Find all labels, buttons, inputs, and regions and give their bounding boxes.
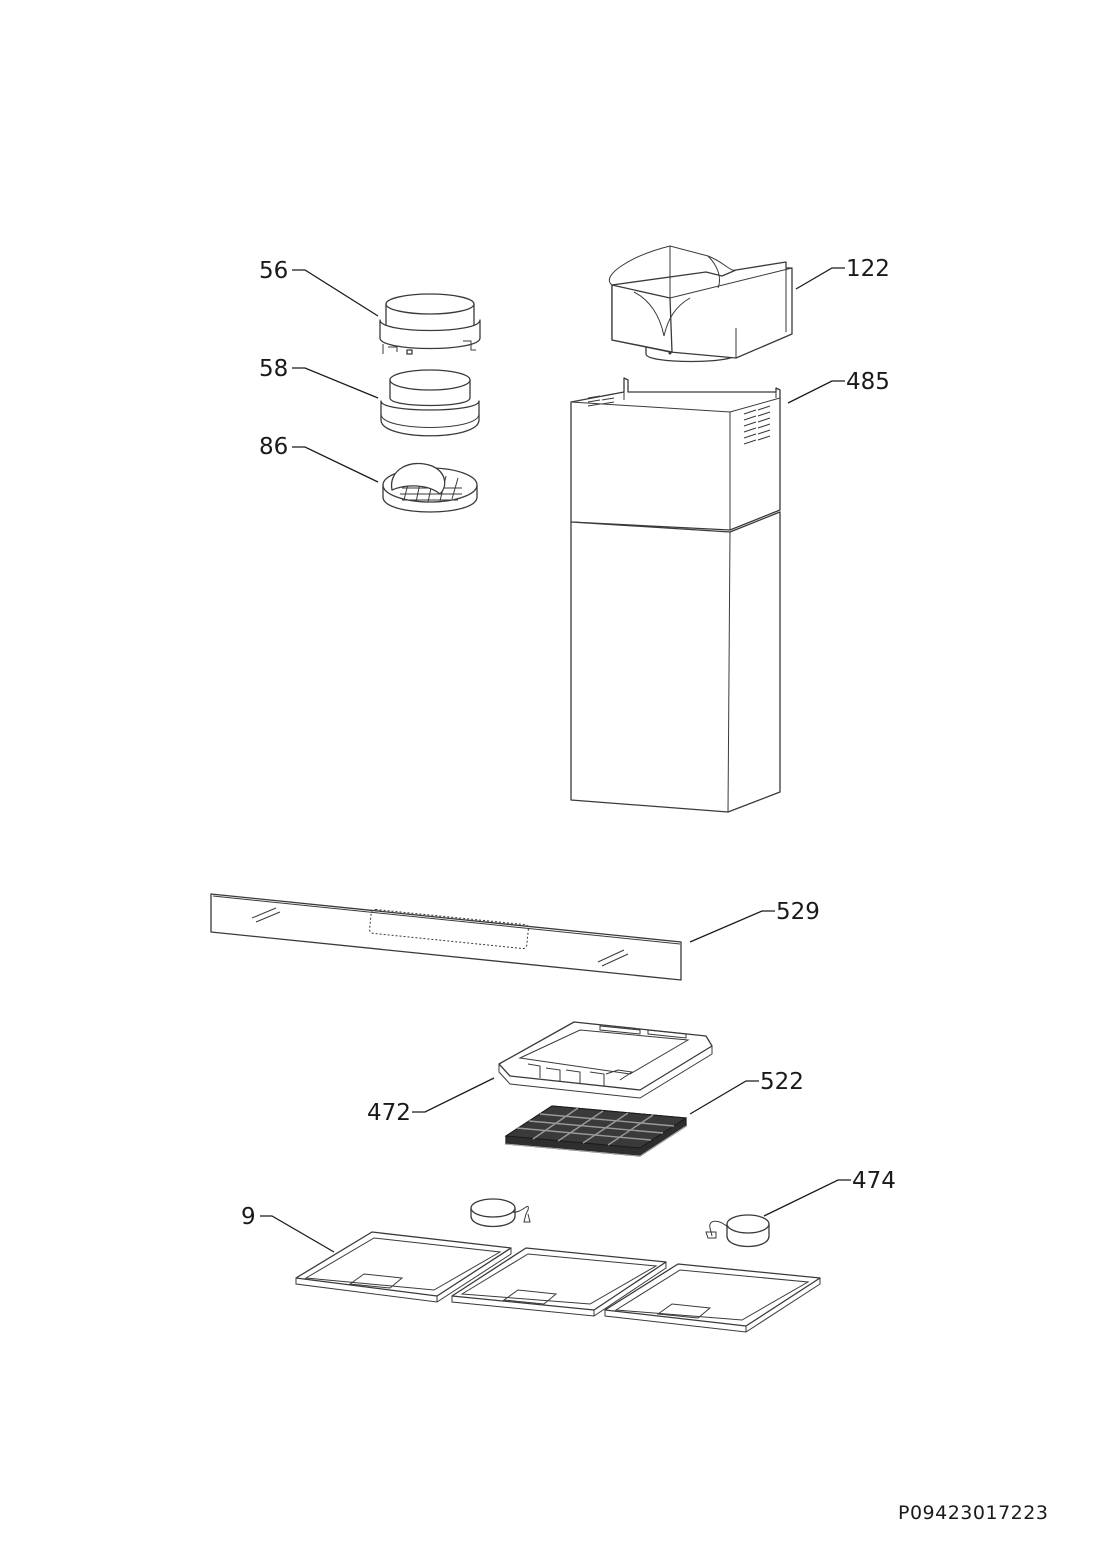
leader-line-122 <box>795 267 845 290</box>
callout-label-474: 474 <box>852 1168 896 1194</box>
part-522-carbon-filter <box>504 1105 688 1157</box>
vent-slots-left <box>587 393 615 407</box>
leader-line-86 <box>292 446 379 483</box>
leader-line-485 <box>787 380 845 404</box>
leader-line-472 <box>412 1077 495 1113</box>
leader-line-56 <box>292 269 379 317</box>
leader-line-529 <box>689 910 775 943</box>
part-56-pipe-connector <box>379 293 481 355</box>
document-id: P09423017223 <box>898 1502 1049 1524</box>
leader-line-522 <box>689 1080 759 1115</box>
callout-label-485: 485 <box>846 369 890 395</box>
callout-label-86: 86 <box>259 434 288 460</box>
callout-label-58: 58 <box>259 356 288 382</box>
part-9-grease-filter-2 <box>451 1247 667 1317</box>
callout-label-522: 522 <box>760 1069 804 1095</box>
part-86-non-return-valve <box>382 462 478 513</box>
part-122-air-deflector <box>609 245 793 363</box>
callout-label-122: 122 <box>846 256 890 282</box>
part-9-grease-filter-1 <box>295 1231 512 1303</box>
part-58-reduction-flange <box>380 369 480 437</box>
part-9-grease-filter-3 <box>604 1263 821 1333</box>
part-472-filter-frame <box>498 1021 713 1099</box>
vent-slots-right <box>743 405 771 445</box>
callout-label-56: 56 <box>259 258 288 284</box>
part-485-chimney <box>570 377 781 813</box>
part-529-glass-panel <box>210 893 682 981</box>
callout-label-529: 529 <box>776 899 820 925</box>
callout-label-472: 472 <box>367 1100 411 1126</box>
part-474-lamp-right <box>705 1214 770 1248</box>
leader-line-58 <box>292 367 379 399</box>
leader-line-474 <box>763 1179 851 1217</box>
part-474-lamp-left <box>470 1198 531 1228</box>
callout-label-9: 9 <box>241 1204 256 1230</box>
leader-line-9 <box>260 1215 335 1253</box>
